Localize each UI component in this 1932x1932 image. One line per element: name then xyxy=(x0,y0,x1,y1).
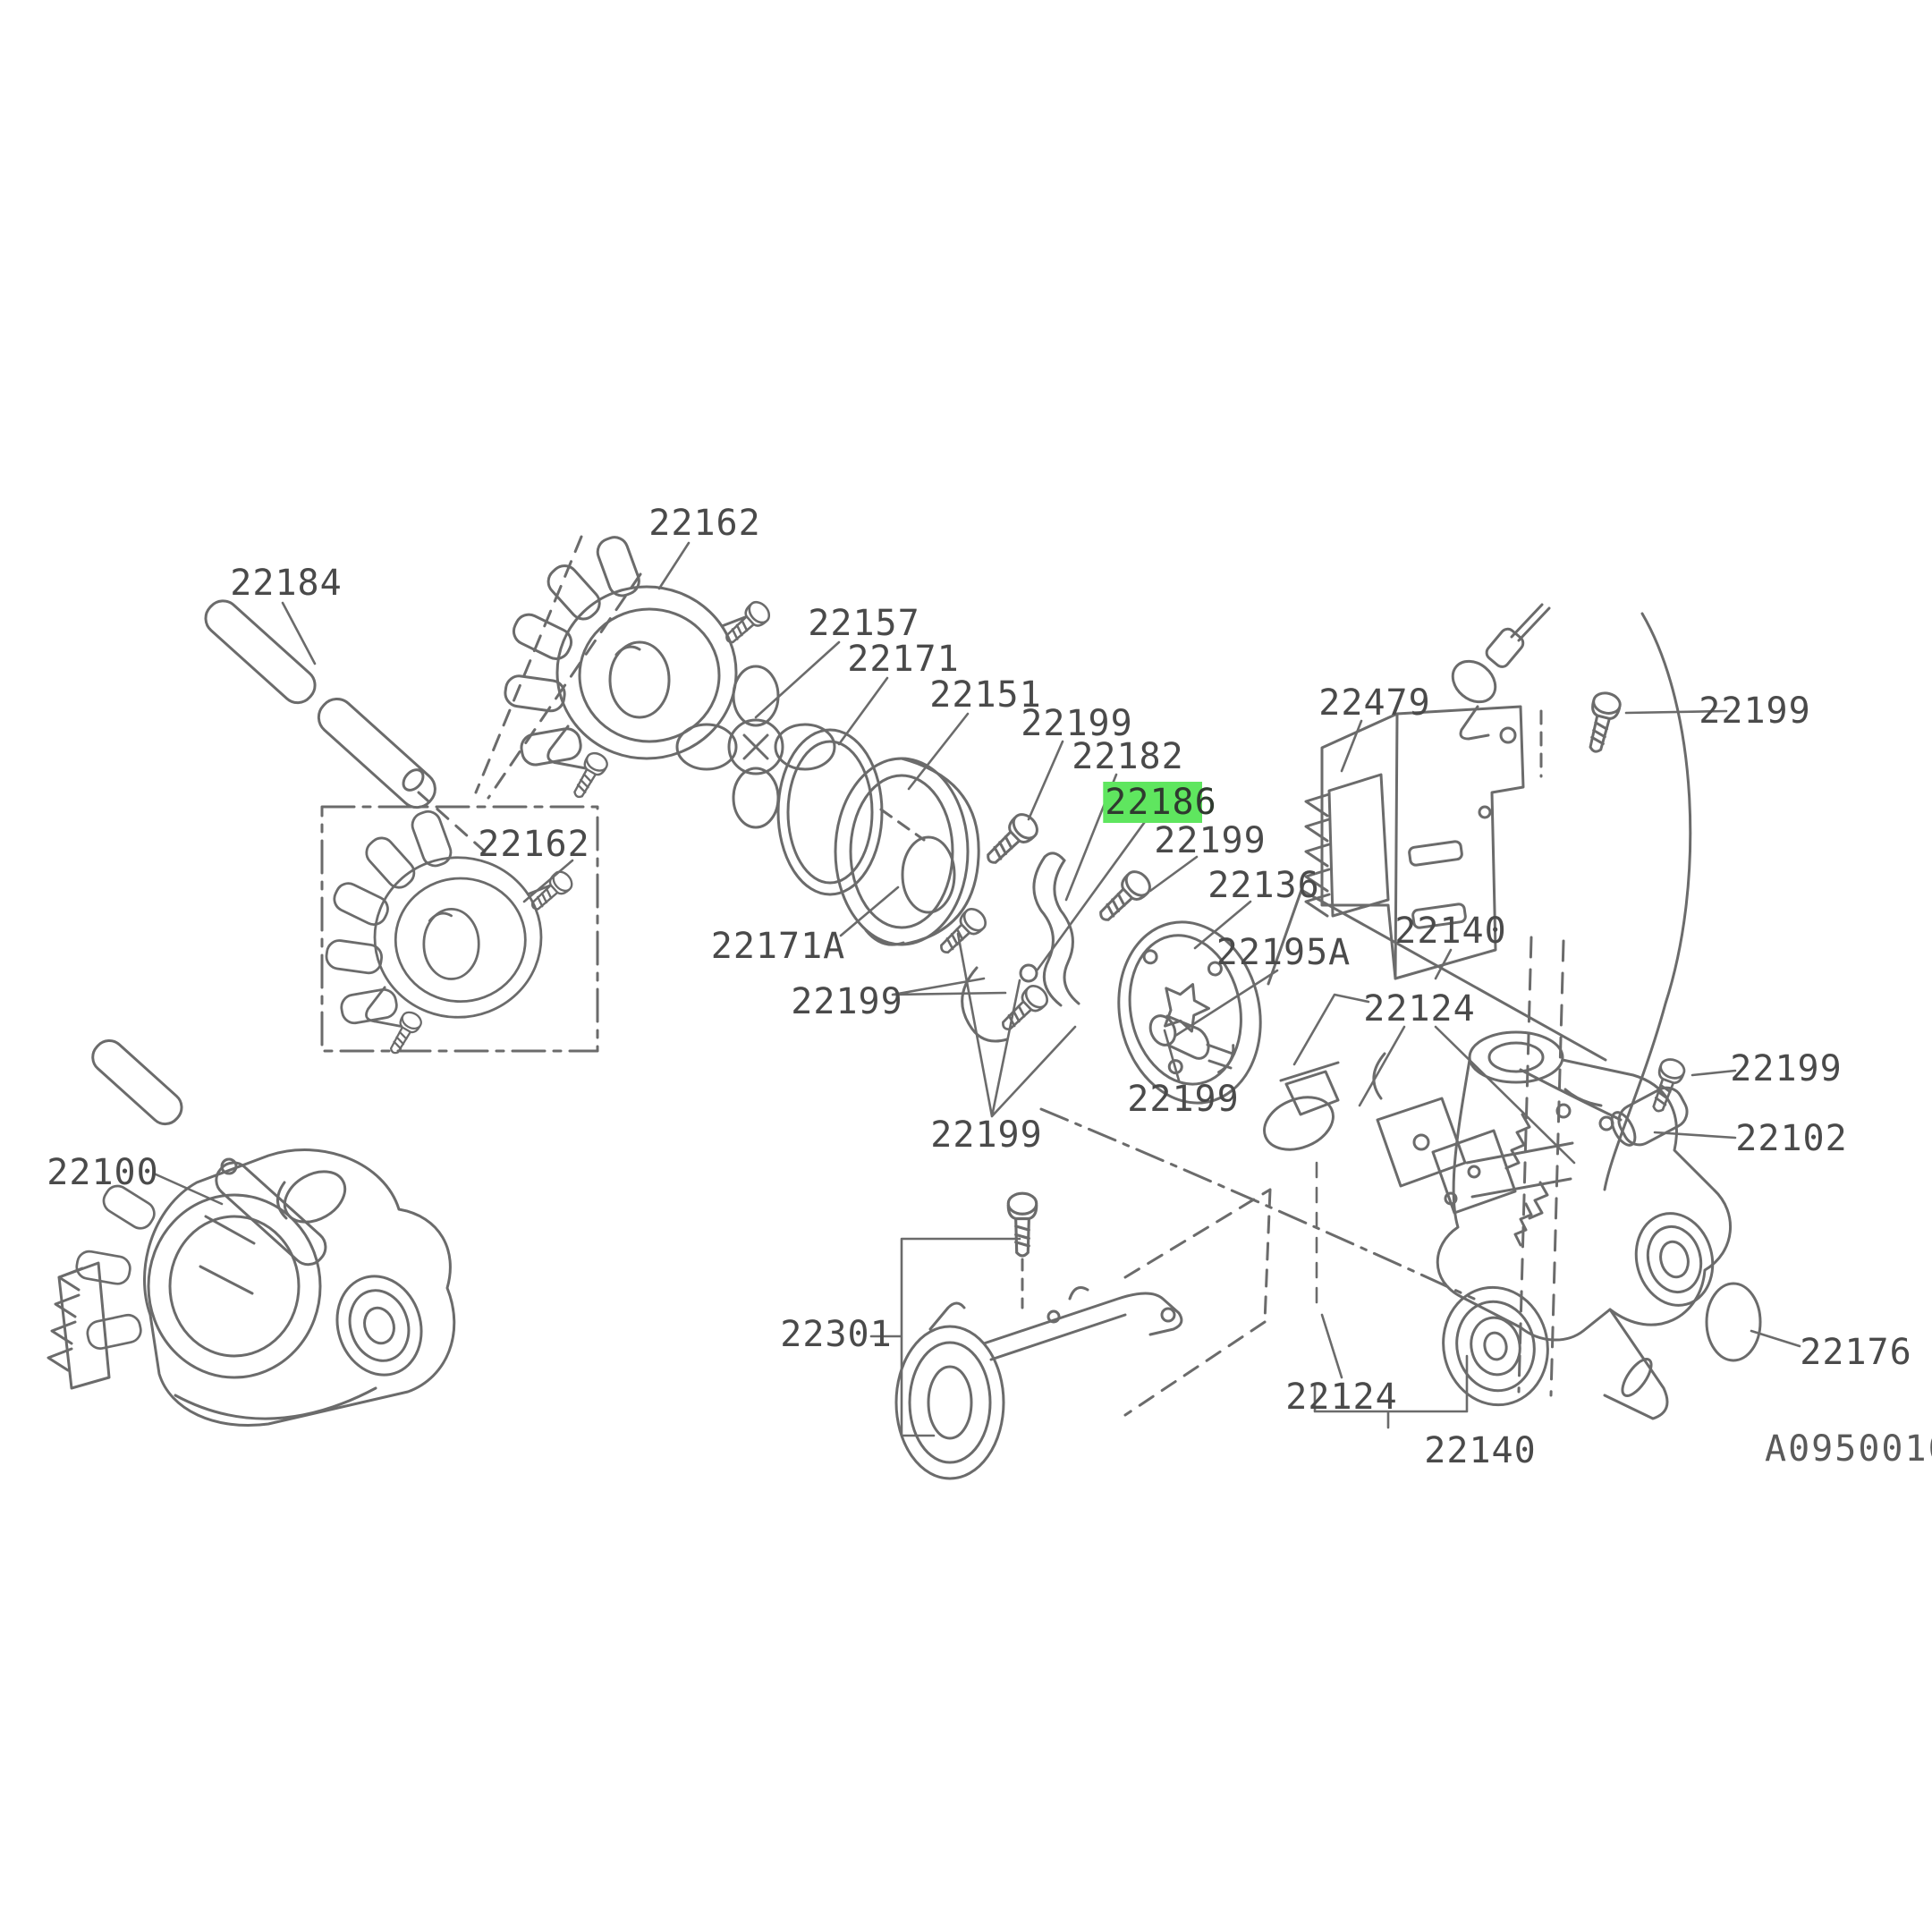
part-label-22136[interactable]: 22136 xyxy=(1208,865,1320,906)
part-22182-clamp xyxy=(961,852,1080,1043)
part-22171-gasket xyxy=(776,728,884,896)
part-label-22162[interactable]: 22162 xyxy=(478,824,590,865)
part-22195a-bushing xyxy=(1148,1014,1234,1070)
diagram-code: A09500100 xyxy=(1765,1428,1932,1470)
part-label-22301[interactable]: 22301 xyxy=(780,1314,893,1355)
part-label-22199[interactable]: 22199 xyxy=(791,981,903,1022)
part-label-22479[interactable]: 22479 xyxy=(1318,682,1431,724)
part-label-22199[interactable]: 22199 xyxy=(1730,1048,1843,1089)
part-label-22182[interactable]: 22182 xyxy=(1072,736,1184,777)
part-label-22199[interactable]: 22199 xyxy=(1127,1079,1240,1120)
part-label-22171A[interactable]: 22171A xyxy=(710,926,846,967)
part-label-22171[interactable]: 22171 xyxy=(847,639,960,680)
part-label-22140[interactable]: 22140 xyxy=(1394,911,1507,952)
part-22176-cap xyxy=(1705,1282,1762,1362)
part-label-22162[interactable]: 22162 xyxy=(648,503,761,544)
part-sensor-plug xyxy=(1451,603,1551,778)
alternate-cap-box xyxy=(320,805,599,1057)
part-rotor-contact xyxy=(1263,1061,1340,1151)
part-22100-assembly xyxy=(47,1039,456,1427)
part-label-22140[interactable]: 22140 xyxy=(1424,1430,1537,1471)
leader-lines xyxy=(152,541,1801,1437)
part-label-22102[interactable]: 22102 xyxy=(1735,1118,1848,1159)
part-label-22186-highlighted[interactable]: 22186 xyxy=(1103,782,1219,823)
part-22151-housing xyxy=(834,757,980,946)
part-label-22124[interactable]: 22124 xyxy=(1285,1377,1398,1418)
part-label-22100[interactable]: 22100 xyxy=(47,1152,159,1193)
part-22140-housing xyxy=(1436,1030,1732,1420)
part-label-22157[interactable]: 22157 xyxy=(808,603,920,644)
part-label-22199[interactable]: 22199 xyxy=(930,1114,1043,1156)
part-22479-bracket xyxy=(1304,705,1525,980)
part-label-22184[interactable]: 22184 xyxy=(230,563,343,604)
part-label-22151[interactable]: 22151 xyxy=(929,674,1042,716)
part-label-22195A[interactable]: 22195A xyxy=(1216,932,1352,973)
part-label-22176[interactable]: 22176 xyxy=(1800,1332,1912,1373)
part-label-22199[interactable]: 22199 xyxy=(1154,820,1267,861)
part-label-22199[interactable]: 22199 xyxy=(1699,691,1811,732)
part-22124-module xyxy=(1372,1052,1549,1220)
part-22301-vacuum-unit xyxy=(894,1191,1183,1480)
part-22184-shaft xyxy=(204,599,487,853)
part-label-22124[interactable]: 22124 xyxy=(1363,988,1476,1030)
part-22102-condenser xyxy=(1563,1086,1689,1147)
part-label-22199[interactable]: 22199 xyxy=(1021,703,1133,744)
